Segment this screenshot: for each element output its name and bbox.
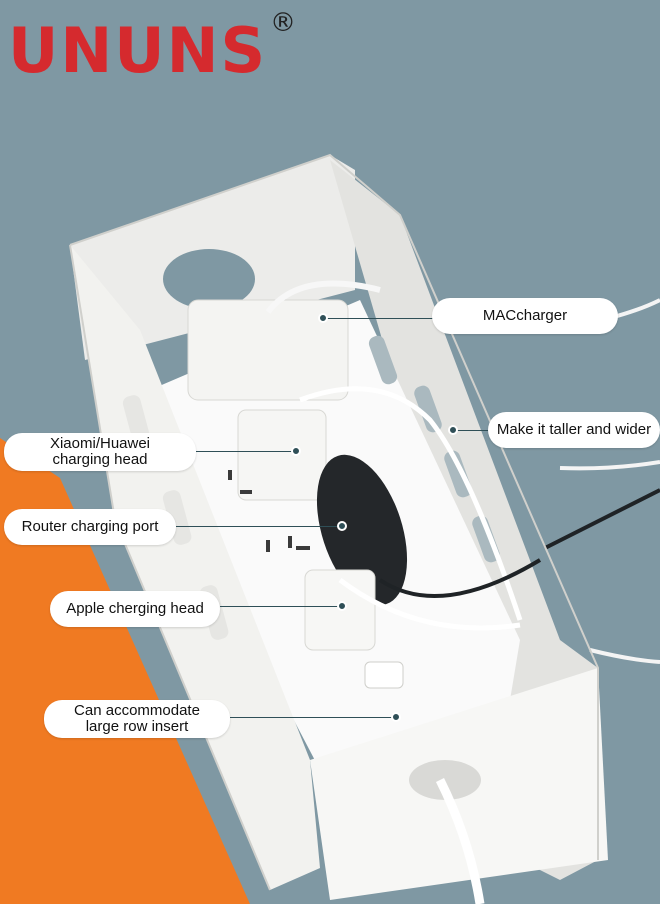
router-port-leader-line [176, 526, 342, 527]
apple-head-label: Apple cherging head [50, 591, 220, 627]
router-port-label-text: Router charging port [21, 518, 159, 535]
mac-charger-pointer-dot [318, 313, 328, 323]
xiaomi-huawei-label-line1: Xiaomi/Huawei [49, 435, 151, 452]
xiaomi-huawei-leader-line [196, 451, 296, 452]
brand-logo: UNUNS [8, 14, 268, 87]
taller-wider-pointer-dot [448, 425, 458, 435]
apple-head-pointer-dot [337, 601, 347, 611]
accommodate-label-line2: large row insert [85, 718, 189, 735]
accommodate-pointer-dot [391, 712, 401, 722]
mac-charger-label: MACcharger [432, 298, 618, 334]
apple-head-leader-line [220, 606, 342, 607]
accommodate-label: Can accommodate large row insert [44, 700, 230, 738]
mac-charger-leader-line [323, 318, 433, 319]
xiaomi-huawei-pointer-dot [291, 446, 301, 456]
xiaomi-huawei-label: Xiaomi/Huawei charging head [4, 433, 196, 471]
taller-wider-label-text: Make it taller and wider [496, 421, 652, 438]
accommodate-label-line1: Can accommodate [74, 702, 200, 719]
registered-trademark-icon: ® [270, 8, 296, 38]
xiaomi-huawei-label-line2: charging head [52, 451, 148, 468]
router-port-pointer-dot [337, 521, 347, 531]
router-port-label: Router charging port [4, 509, 176, 545]
apple-head-label-text: Apple cherging head [66, 600, 204, 617]
taller-wider-leader-line [453, 430, 489, 431]
accommodate-leader-line [230, 717, 396, 718]
mac-charger-label-text: MACcharger [482, 307, 568, 324]
taller-wider-label: Make it taller and wider [488, 412, 660, 448]
